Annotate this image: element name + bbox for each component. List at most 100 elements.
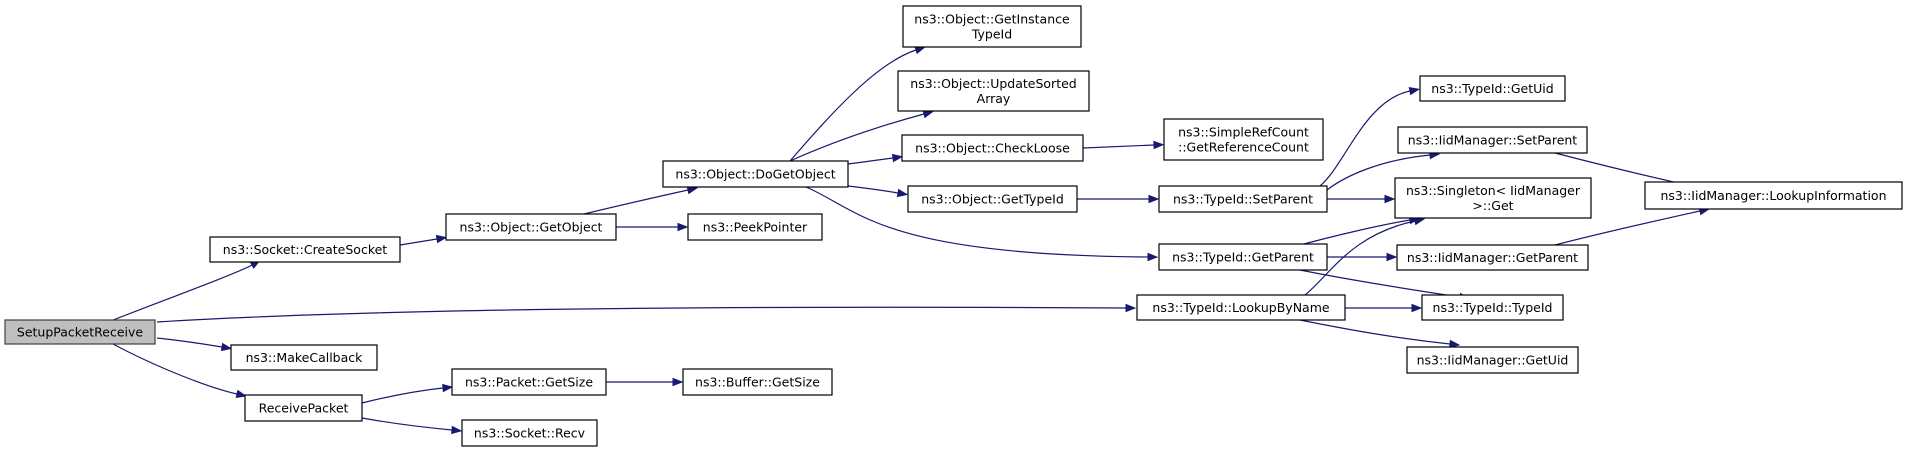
edge-setup-to-lookupbyname	[156, 303, 1137, 323]
edge-line	[112, 264, 253, 321]
node-box	[907, 185, 1078, 213]
arrowhead-icon	[220, 342, 233, 352]
node-receivepacket[interactable]: ReceivePacket	[244, 394, 363, 422]
node-box	[230, 344, 378, 371]
node-singletonget[interactable]: ns3::Singleton< IidManager>::Get	[1394, 177, 1592, 219]
arrowhead-icon	[1386, 252, 1398, 262]
arrowhead-icon	[1449, 339, 1461, 349]
edge-line	[583, 189, 689, 215]
node-socketrecv[interactable]: ns3::Socket::Recv	[461, 419, 598, 447]
arrowhead-icon	[1125, 303, 1137, 313]
arrowhead-icon	[677, 222, 689, 232]
edge-dogetobject-to-gettypeid	[847, 185, 909, 198]
node-box	[1396, 244, 1589, 271]
node-box	[1397, 126, 1588, 154]
node-getobject[interactable]: ns3::Object::GetObject	[445, 213, 617, 241]
edge-line	[1554, 210, 1701, 246]
edge-line	[156, 306, 1127, 323]
edge-dogetobject-to-typeidgetparent	[805, 186, 1159, 262]
node-typeidgetuid[interactable]: ns3::TypeId::GetUid	[1419, 75, 1566, 102]
node-box	[1644, 181, 1903, 210]
node-box	[687, 213, 823, 241]
node-getreferencecount[interactable]: ns3::SimpleRefCount::GetReferenceCount	[1163, 118, 1324, 161]
edge-line	[1299, 319, 1451, 345]
arrowhead-icon	[922, 110, 935, 119]
edge-typeidsetparent-to-singletonget	[1327, 194, 1396, 204]
node-typeidtypeid[interactable]: ns3::TypeId::TypeId	[1421, 294, 1564, 321]
node-gettypeid[interactable]: ns3::Object::GetTypeId	[907, 185, 1078, 213]
node-label: ns3::IidManager::LookupInformation	[1660, 188, 1886, 203]
edge-receivepacket-to-packetgetsize	[361, 383, 454, 404]
edge-line	[847, 185, 899, 194]
node-label: TypeId	[971, 27, 1012, 42]
node-lookupinformation[interactable]: ns3::IidManager::LookupInformation	[1644, 181, 1903, 210]
node-box	[1163, 118, 1324, 161]
node-iidgetuid[interactable]: ns3::IidManager::GetUid	[1406, 346, 1579, 374]
node-typeidsetparent[interactable]: ns3::TypeId::SetParent	[1158, 185, 1328, 213]
node-box	[209, 236, 401, 263]
node-box	[244, 394, 363, 422]
arrowhead-icon	[896, 188, 909, 198]
node-label: ns3::Socket::CreateSocket	[223, 242, 388, 257]
edge-line	[1082, 144, 1155, 149]
node-box	[461, 419, 598, 447]
arrowhead-icon	[1384, 194, 1396, 204]
edge-line	[112, 343, 238, 395]
node-setup[interactable]: SetupPacketReceive	[4, 319, 156, 345]
node-makecallback[interactable]: ns3::MakeCallback	[230, 344, 378, 371]
node-box	[902, 5, 1082, 48]
arrowhead-icon	[891, 153, 904, 163]
node-lookupbyname[interactable]: ns3::TypeId::LookupByName	[1136, 294, 1346, 321]
arrowhead-icon	[451, 425, 463, 435]
edge-line	[361, 417, 453, 431]
node-label: ns3::Buffer::GetSize	[695, 375, 820, 390]
edge-packetgetsize-to-buffergetsize	[606, 377, 684, 387]
node-label: ns3::TypeId::LookupByName	[1152, 300, 1329, 315]
node-packetgetsize[interactable]: ns3::Packet::GetSize	[451, 368, 607, 396]
call-edges	[112, 46, 1711, 435]
arrowhead-icon	[442, 383, 454, 393]
node-box	[1158, 243, 1328, 271]
arrowhead-icon	[686, 185, 699, 195]
node-box	[4, 319, 156, 345]
edge-createsocket-to-getobject	[399, 234, 448, 246]
node-label: ns3::Object::CheckLoose	[915, 141, 1070, 156]
node-dogetobject[interactable]: ns3::Object::DoGetObject	[662, 160, 849, 188]
node-createsocket[interactable]: ns3::Socket::CreateSocket	[209, 236, 401, 263]
node-label: ns3::SimpleRefCount	[1178, 125, 1309, 140]
node-iidgetparent[interactable]: ns3::IidManager::GetParent	[1396, 244, 1589, 271]
node-label: SetupPacketReceive	[17, 325, 144, 340]
node-buffergetsize[interactable]: ns3::Buffer::GetSize	[682, 368, 833, 396]
edge-dogetobject-to-checkloose	[847, 153, 904, 165]
arrowhead-icon	[435, 234, 448, 244]
edge-setup-to-makecallback	[156, 337, 233, 352]
arrowhead-icon	[1147, 252, 1159, 262]
node-checkloose[interactable]: ns3::Object::CheckLoose	[901, 134, 1084, 162]
node-label: ns3::Object::GetInstance	[914, 12, 1070, 27]
node-label: ns3::TypeId::SetParent	[1173, 192, 1313, 207]
edge-dogetobject-to-getinstancetypeid	[789, 46, 926, 162]
node-box	[451, 368, 607, 396]
node-box	[662, 160, 849, 188]
edge-line	[1326, 154, 1431, 191]
node-peekpointer[interactable]: ns3::PeekPointer	[687, 213, 823, 241]
arrowhead-icon	[1148, 194, 1160, 204]
node-typeidgetparent[interactable]: ns3::TypeId::GetParent	[1158, 243, 1328, 271]
node-label: ns3::IidManager::SetParent	[1408, 133, 1578, 148]
edge-typeidgetparent-to-iidgetparent	[1326, 252, 1398, 262]
edge-line	[805, 186, 1149, 258]
arrowhead-icon	[235, 389, 248, 399]
node-iidsetparent[interactable]: ns3::IidManager::SetParent	[1397, 126, 1588, 154]
edge-getobject-to-peekpointer	[615, 222, 689, 232]
edge-receivepacket-to-socketrecv	[361, 417, 463, 435]
node-label: ns3::Object::DoGetObject	[675, 167, 835, 182]
node-label: ns3::Object::GetTypeId	[921, 192, 1064, 207]
node-box	[901, 134, 1084, 162]
arrowhead-icon	[672, 377, 684, 387]
node-label: ns3::TypeId::TypeId	[1433, 300, 1553, 315]
node-label: ns3::IidManager::GetUid	[1417, 353, 1569, 368]
edge-line	[1303, 219, 1411, 245]
